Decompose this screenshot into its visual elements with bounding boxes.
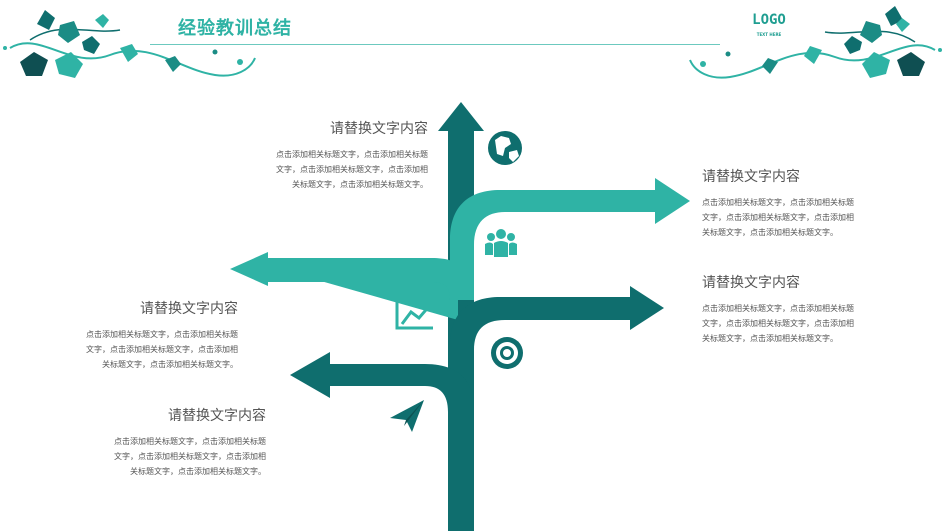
body-line: 点击添加相关标题文字，点击添加相关标题 xyxy=(86,330,238,339)
arrow-right-upper xyxy=(450,178,690,300)
body-line: 点击添加相关标题文字，点击添加相关标题 xyxy=(702,198,854,207)
body-line: 文字，点击添加相关标题文字，点击添加相 xyxy=(86,345,238,354)
globe-icon xyxy=(488,131,522,165)
body-line: 文字，点击添加相关标题文字，点击添加相 xyxy=(114,452,266,461)
block-body: 点击添加相关标题文字，点击添加相关标题 文字，点击添加相关标题文字，点击添加相 … xyxy=(262,147,428,192)
page-title: 经验教训总结 xyxy=(178,18,292,39)
body-line: 关标题文字，点击添加相关标题文字。 xyxy=(102,360,238,369)
logo-subtitle: TEXT HERE xyxy=(756,32,782,37)
body-line: 文字，点击添加相关标题文字，点击添加相 xyxy=(276,165,428,174)
text-block-right-upper: 请替换文字内容 点击添加相关标题文字，点击添加相关标题 文字，点击添加相关标题文… xyxy=(702,166,868,240)
body-line: 关标题文字，点击添加相关标题文字。 xyxy=(702,334,838,343)
block-heading: 请替换文字内容 xyxy=(702,169,800,185)
logo: LOGO xyxy=(752,12,786,28)
block-heading: 请替换文字内容 xyxy=(168,408,266,424)
arrow-right-lower xyxy=(450,286,664,380)
block-heading: 请替换文字内容 xyxy=(140,301,238,317)
body-line: 点击添加相关标题文字，点击添加相关标题 xyxy=(276,150,428,159)
block-body: 点击添加相关标题文字，点击添加相关标题 文字，点击添加相关标题文字，点击添加相 … xyxy=(702,301,868,346)
body-line: 点击添加相关标题文字，点击添加相关标题 xyxy=(114,437,266,446)
vine-decoration-right xyxy=(689,6,942,79)
arrow-left-lower xyxy=(290,352,474,460)
text-block-left-bottom: 请替换文字内容 点击添加相关标题文字，点击添加相关标题 文字，点击添加相关标题文… xyxy=(100,405,266,479)
block-body: 点击添加相关标题文字，点击添加相关标题 文字，点击添加相关标题文字，点击添加相 … xyxy=(72,327,238,372)
lifebuoy-icon xyxy=(491,337,523,369)
body-line: 文字，点击添加相关标题文字，点击添加相 xyxy=(702,319,854,328)
block-body: 点击添加相关标题文字，点击添加相关标题 文字，点击添加相关标题文字，点击添加相 … xyxy=(702,195,868,240)
vine-decoration-left xyxy=(3,10,256,78)
block-heading: 请替换文字内容 xyxy=(330,121,428,137)
body-line: 文字，点击添加相关标题文字，点击添加相 xyxy=(702,213,854,222)
text-block-top-left: 请替换文字内容 点击添加相关标题文字，点击添加相关标题 文字，点击添加相关标题文… xyxy=(262,118,428,192)
body-line: 关标题文字，点击添加相关标题文字。 xyxy=(130,467,266,476)
arrow-left-upper-band xyxy=(268,258,474,300)
body-line: 点击添加相关标题文字，点击添加相关标题 xyxy=(702,304,854,313)
block-heading: 请替换文字内容 xyxy=(702,275,800,291)
text-block-right-lower: 请替换文字内容 点击添加相关标题文字，点击添加相关标题 文字，点击添加相关标题文… xyxy=(702,272,868,346)
arrow-left-upper xyxy=(230,252,458,320)
text-block-left-middle: 请替换文字内容 点击添加相关标题文字，点击添加相关标题 文字，点击添加相关标题文… xyxy=(72,298,238,372)
chart-icon xyxy=(395,300,434,330)
body-line: 关标题文字，点击添加相关标题文字。 xyxy=(702,228,838,237)
body-line: 关标题文字，点击添加相关标题文字。 xyxy=(292,180,428,189)
block-body: 点击添加相关标题文字，点击添加相关标题 文字，点击添加相关标题文字，点击添加相 … xyxy=(100,434,266,479)
team-icon xyxy=(485,229,517,257)
paper-plane-icon xyxy=(390,400,424,432)
header-divider xyxy=(150,44,720,45)
